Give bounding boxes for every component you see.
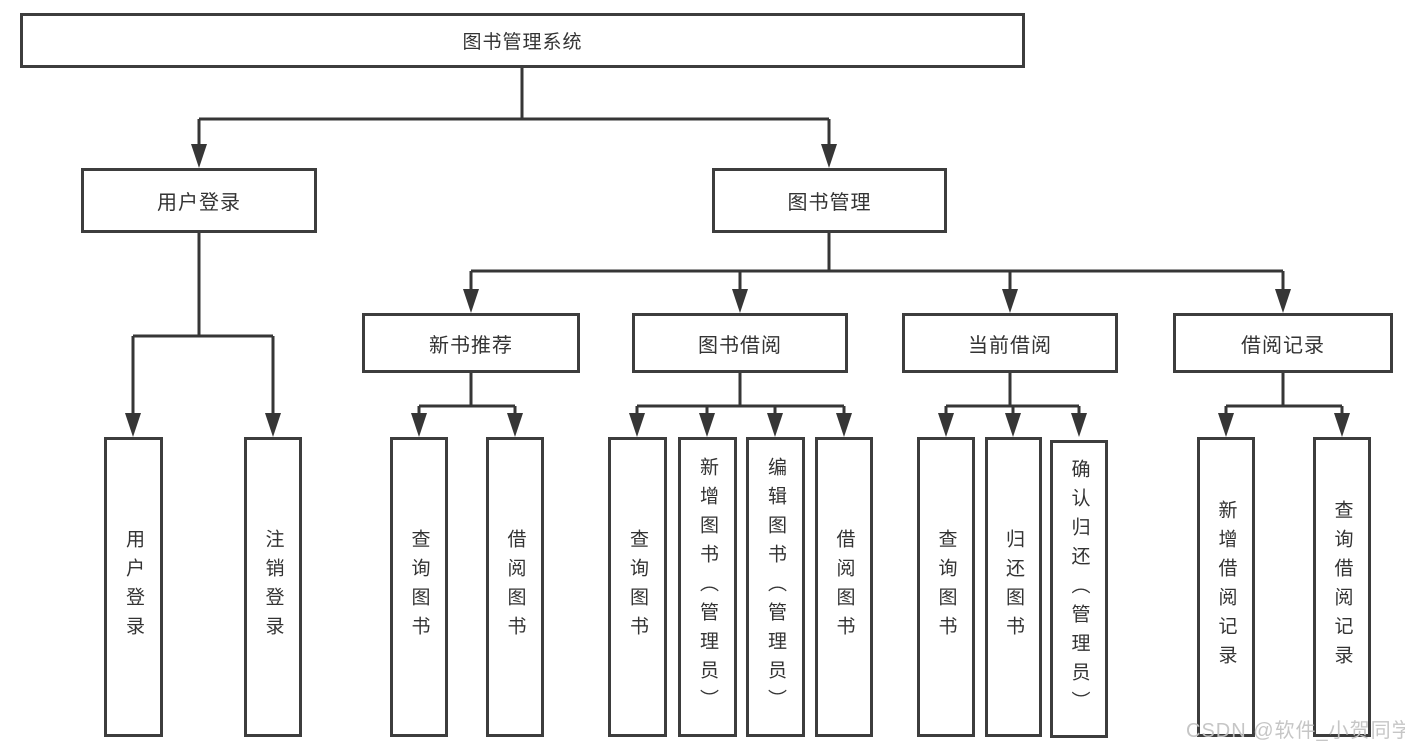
node-book-management-branch: 图书管理: [712, 168, 947, 233]
node-current-borrow-label: 当前借阅: [968, 334, 1052, 357]
leaf-edit-book-admin: 编辑图书（管理员）: [746, 437, 805, 737]
leaf-query-books-current-label: 查询图书: [935, 529, 957, 645]
leaf-borrow-books-recommend: 借阅图书: [486, 437, 544, 737]
leaf-logout: 注销登录: [244, 437, 302, 737]
node-user-login-branch: 用户登录: [81, 168, 317, 233]
node-book-management-branch-label: 图书管理: [787, 192, 872, 214]
leaf-edit-book-admin-label: 编辑图书（管理员）: [765, 456, 786, 718]
leaf-borrow-books-recommend-label: 借阅图书: [504, 529, 526, 645]
leaf-query-borrow-record-label: 查询借阅记录: [1331, 500, 1353, 674]
leaf-add-borrow-record: 新增借阅记录: [1197, 437, 1255, 737]
leaf-add-borrow-record-label: 新增借阅记录: [1215, 500, 1237, 674]
node-current-borrow: 当前借阅: [902, 313, 1118, 373]
leaf-borrow-books: 借阅图书: [815, 437, 873, 737]
leaf-add-book-admin: 新增图书（管理员）: [678, 437, 737, 737]
leaf-return-book: 归还图书: [985, 437, 1042, 737]
leaf-query-books-borrow-label: 查询图书: [627, 529, 648, 645]
leaf-user-login-label: 用户登录: [123, 529, 144, 645]
leaf-user-login: 用户登录: [104, 437, 163, 737]
leaf-logout-label: 注销登录: [262, 529, 284, 645]
node-new-book-recommend: 新书推荐: [362, 313, 580, 373]
node-root-system: 图书管理系统: [20, 13, 1025, 68]
leaf-query-books-recommend-label: 查询图书: [408, 529, 430, 645]
node-borrow-records: 借阅记录: [1173, 313, 1393, 373]
leaf-borrow-books-label: 借阅图书: [833, 529, 855, 645]
node-new-book-recommend-label: 新书推荐: [429, 334, 513, 357]
node-book-borrow-label: 图书借阅: [698, 334, 782, 357]
node-root-system-label: 图书管理系统: [462, 32, 583, 53]
leaf-add-book-admin-label: 新增图书（管理员）: [697, 456, 718, 718]
leaf-query-books-recommend: 查询图书: [390, 437, 448, 737]
leaf-confirm-return-admin: 确认归还（管理员）: [1050, 440, 1108, 738]
node-borrow-records-label: 借阅记录: [1241, 334, 1325, 357]
node-book-borrow: 图书借阅: [632, 313, 848, 373]
leaf-query-books-current: 查询图书: [917, 437, 975, 737]
leaf-return-book-label: 归还图书: [1003, 529, 1024, 645]
leaf-confirm-return-admin-label: 确认归还（管理员）: [1068, 458, 1090, 720]
node-user-login-branch-label: 用户登录: [157, 192, 241, 214]
csdn-watermark: CSDN @软件_小贺同学: [1186, 720, 1405, 742]
leaf-query-books-borrow: 查询图书: [608, 437, 667, 737]
leaf-query-borrow-record: 查询借阅记录: [1313, 437, 1371, 737]
